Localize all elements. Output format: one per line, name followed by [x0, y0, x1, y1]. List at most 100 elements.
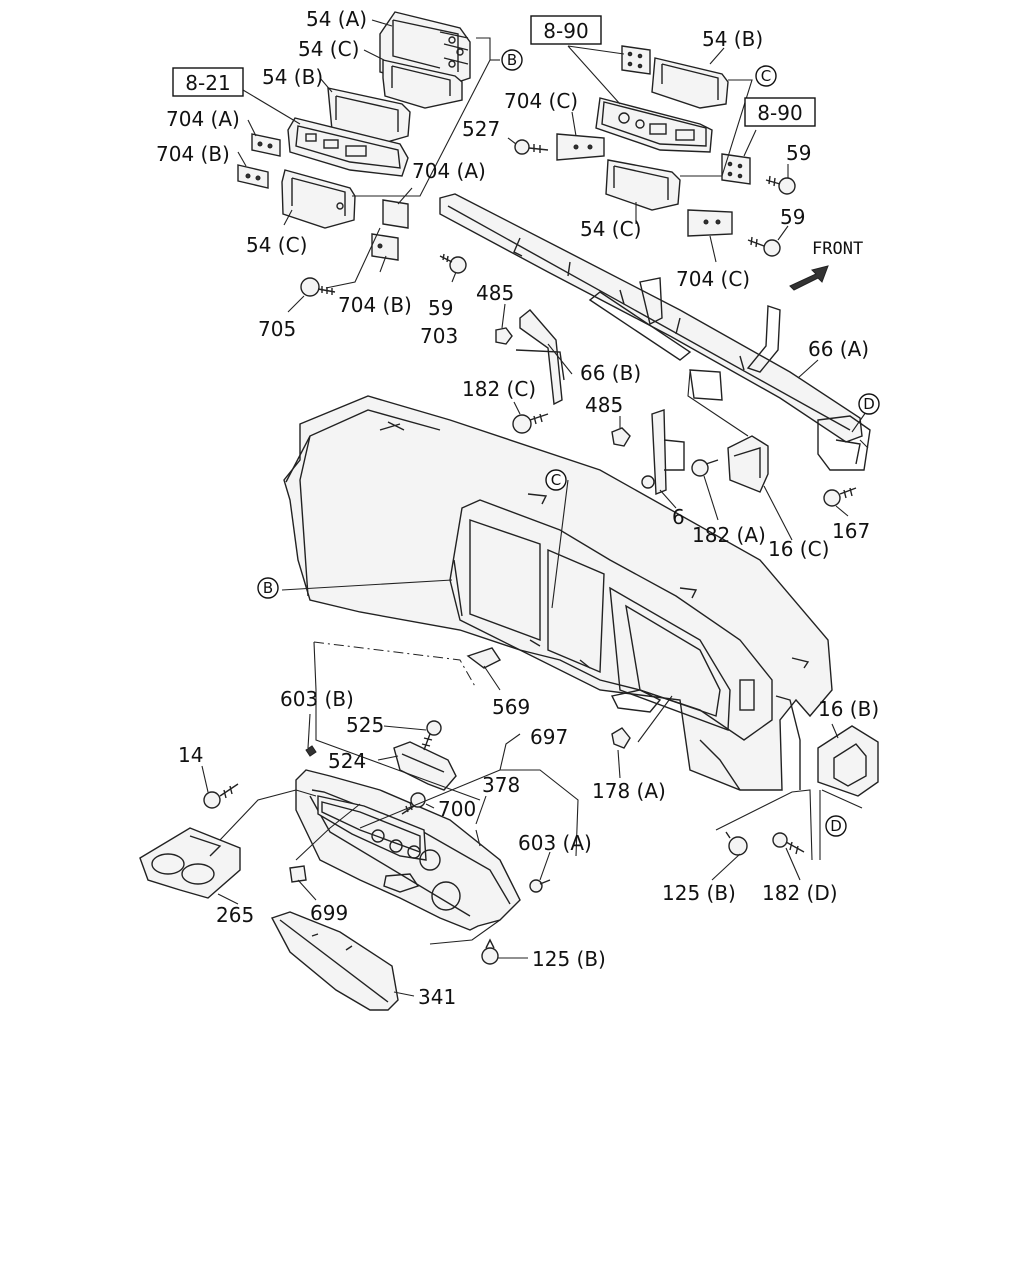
label-54c-left: 54 (C) [246, 233, 307, 257]
ref-box-8-21 [172, 67, 244, 97]
bracket-right-8-90-drawing [721, 153, 751, 185]
circle-marker-d-top [858, 393, 880, 415]
circle-label-c-dash: C [551, 471, 561, 489]
label-485-upper: 485 [476, 281, 514, 305]
circle-label-b-top: B [507, 51, 517, 69]
bracket-704c-lower-drawing [687, 209, 733, 237]
label-704a-mid: 704 (A) [412, 159, 486, 183]
pocket-54c-right-drawing [605, 159, 681, 211]
label-6: 6 [672, 505, 685, 529]
ref-box-8-90-right [744, 97, 816, 127]
screw-59-mid-drawing [439, 253, 467, 274]
circle-marker-b-top [501, 49, 523, 71]
label-167: 167 [832, 519, 870, 543]
circle-marker-d-bottom [825, 815, 847, 837]
radio-8-90-drawing [595, 97, 713, 153]
label-378: 378 [482, 773, 520, 797]
pocket-54b-right-drawing [651, 57, 729, 109]
label-16b: 16 (B) [818, 697, 879, 721]
label-704b-mid: 704 (B) [338, 293, 412, 317]
beam-to-16c-leader [687, 371, 749, 437]
bracket-704b-mid-drawing [371, 233, 399, 261]
label-704b-left: 704 (B) [156, 142, 230, 166]
label-705: 705 [258, 317, 296, 341]
screw-700-drawing [401, 792, 426, 815]
label-14: 14 [178, 743, 203, 767]
nut-485-lower-drawing [611, 427, 631, 447]
group-c-leader [680, 79, 753, 177]
bracket-16b-drawing [817, 725, 879, 797]
label-54c-upper: 54 (C) [298, 37, 359, 61]
label-265: 265 [216, 903, 254, 927]
label-125b-lower: 125 (B) [532, 947, 606, 971]
circle-marker-c-top [755, 65, 777, 87]
pocket-54c-left-drawing [281, 169, 356, 229]
label-703: 703 [420, 324, 458, 348]
bracket-704a-mid-drawing [382, 199, 409, 229]
label-16c: 16 (C) [768, 537, 829, 561]
label-125b-right: 125 (B) [662, 881, 736, 905]
label-59-mid: 59 [428, 296, 453, 320]
label-66b: 66 (B) [580, 361, 641, 385]
clip-603b-drawing [305, 745, 317, 757]
circle-marker-c-dash [545, 469, 567, 491]
label-54b-right: 54 (B) [702, 27, 763, 51]
label-54c-right: 54 (C) [580, 217, 641, 241]
label-182d: 182 (D) [762, 881, 838, 905]
bracket-16c-drawing [727, 435, 769, 493]
label-525: 525 [346, 713, 384, 737]
bolt-182d-drawing [772, 832, 805, 855]
circle-label-d-top: D [863, 395, 875, 413]
cross-beam-66a-drawing [439, 193, 871, 471]
label-341: 341 [418, 985, 456, 1009]
clip-178a-drawing [611, 727, 631, 749]
label-182c: 182 (C) [462, 377, 536, 401]
ref-label-8-90-top: 8-90 [543, 19, 588, 43]
cup-holder-265-drawing [139, 827, 241, 899]
lid-341-drawing [270, 911, 399, 1011]
label-700: 700 [438, 797, 476, 821]
screw-527-drawing [514, 139, 549, 155]
dashboard-panel-drawing [283, 395, 833, 791]
screw-705-drawing [300, 277, 336, 297]
circle-marker-b-dash [257, 577, 279, 599]
bracket-66b-drawing [515, 309, 565, 406]
ref-label-8-21: 8-21 [185, 71, 230, 95]
screw-59-lower-right-drawing [747, 236, 781, 257]
label-59-upper-right: 59 [786, 141, 811, 165]
clip-125b-lower-drawing [481, 938, 499, 965]
label-66a: 66 (A) [808, 337, 869, 361]
stay-6-drawing [641, 409, 685, 496]
clip-125b-right-drawing [725, 831, 748, 856]
bracket-top-8-90-drawing [621, 45, 651, 75]
label-704c-upper: 704 (C) [504, 89, 578, 113]
label-54a: 54 (A) [306, 7, 367, 31]
cluster-dash-line [313, 641, 477, 689]
screw-59-upper-right-drawing [765, 175, 796, 195]
label-704c-lower: 704 (C) [676, 267, 750, 291]
label-569: 569 [492, 695, 530, 719]
label-699: 699 [310, 901, 348, 925]
part-labels: 54 (A) 54 (C) 54 (B) 704 (A) 704 (B) 54 … [156, 7, 879, 1009]
label-54b-left: 54 (B) [262, 65, 323, 89]
circle-label-d-bottom: D [830, 817, 842, 835]
screw-525-drawing [421, 720, 442, 751]
nut-485-upper-drawing [495, 327, 513, 345]
front-arrow-icon [789, 265, 829, 291]
bracket-704b-left-drawing [237, 164, 269, 189]
radio-8-21-drawing [287, 117, 409, 177]
front-label: FRONT [812, 239, 863, 259]
label-603b: 603 (B) [280, 687, 354, 711]
circle-label-b-dash: B [263, 579, 273, 597]
label-182a: 182 (A) [692, 523, 766, 547]
pocket-54b-left-drawing [327, 87, 411, 145]
pocket-54c-upper-drawing [382, 59, 463, 109]
circle-label-c-top: C [761, 67, 771, 85]
bolt-182a-drawing [691, 459, 719, 477]
clip-569-drawing [466, 647, 502, 669]
bracket-704c-upper-drawing [556, 133, 605, 161]
bolt-182c-drawing [512, 413, 549, 434]
cup-holder-leader [219, 789, 317, 841]
